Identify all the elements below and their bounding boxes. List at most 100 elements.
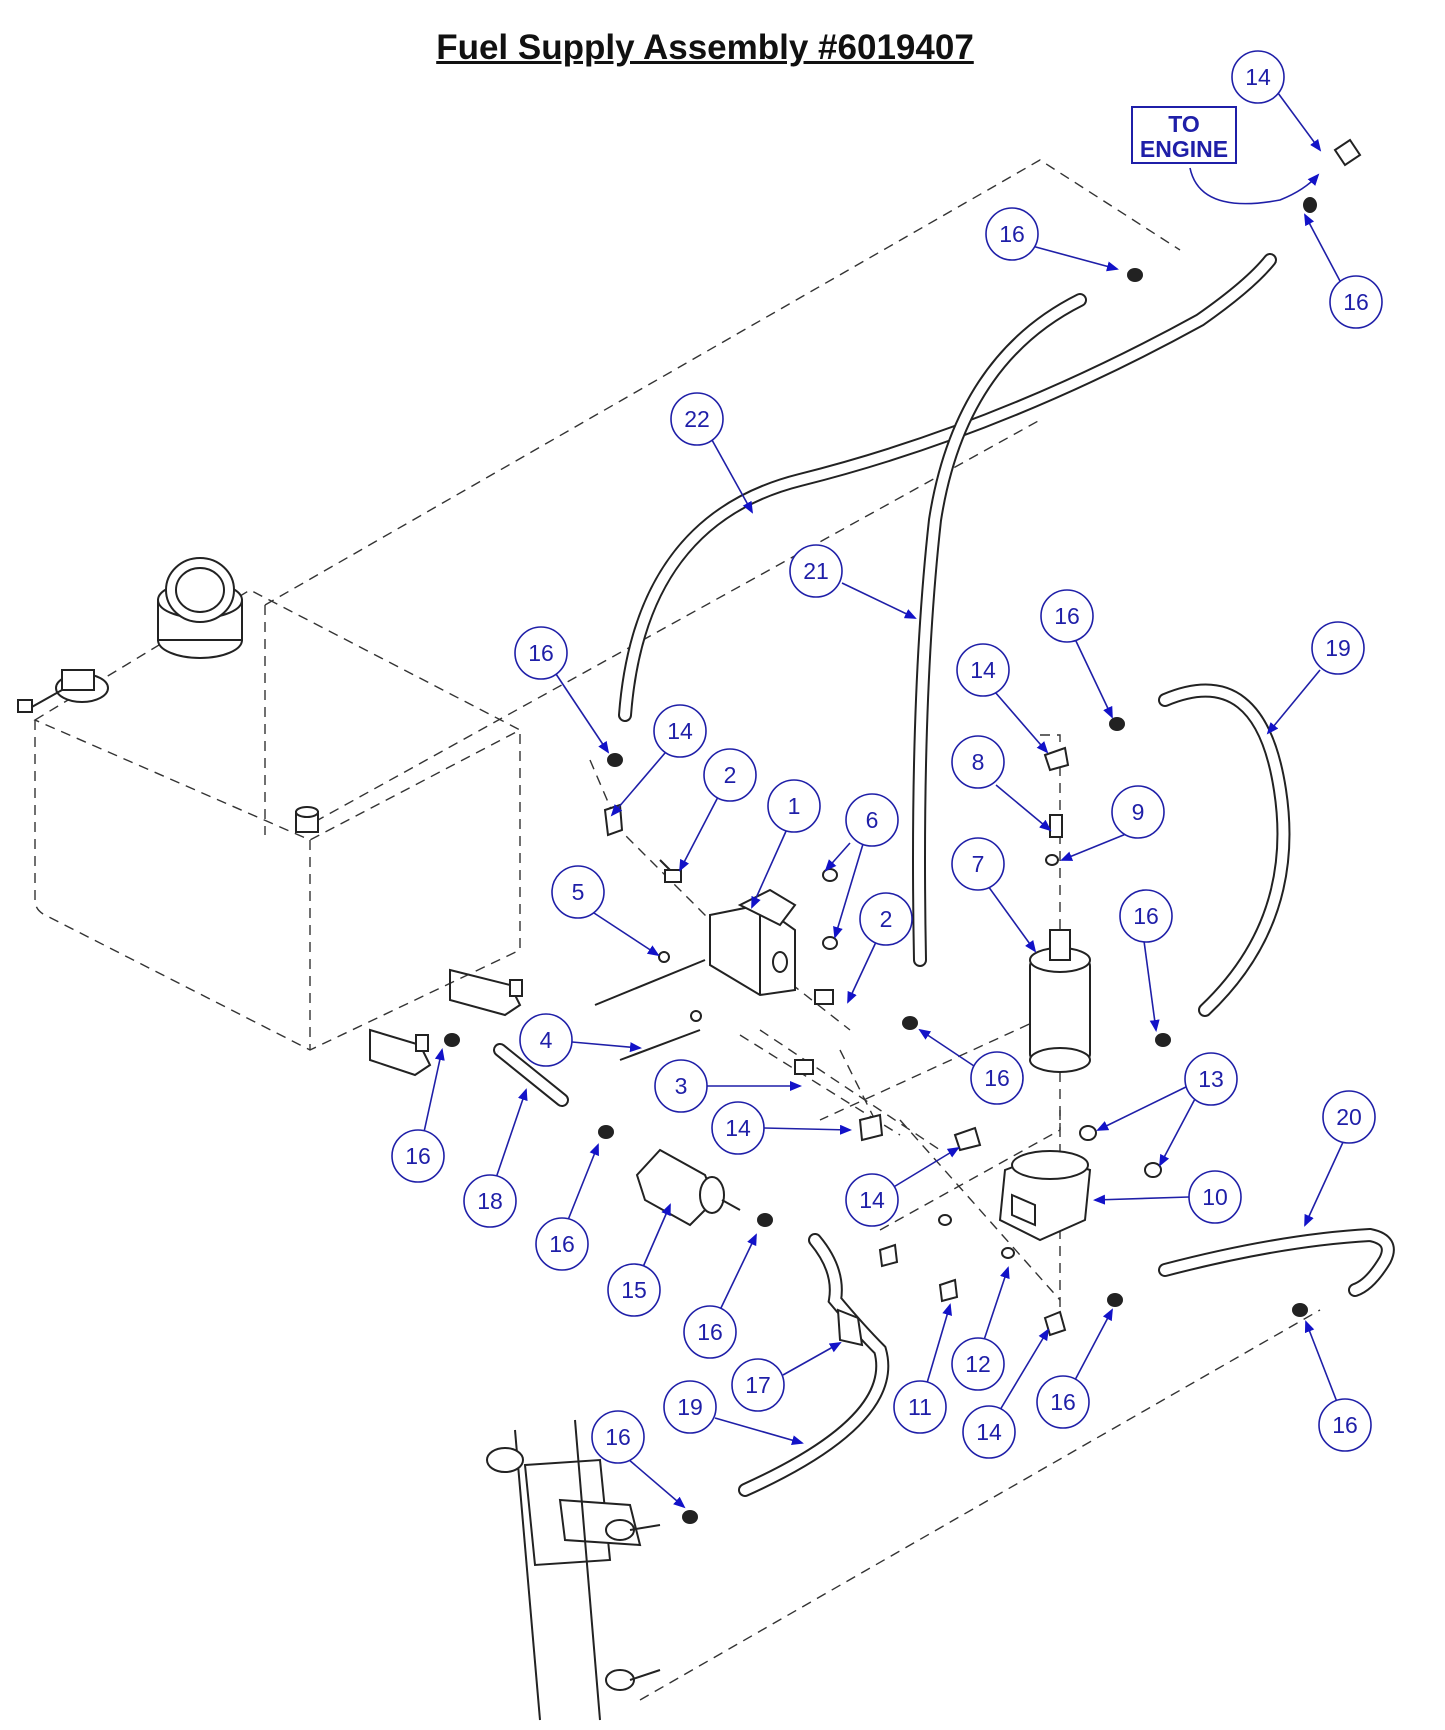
callout-c8: 16 (514, 626, 610, 754)
callouts: 14 16 16 22 21 16 19 16 14 14 2 1 6 8 9 … (391, 50, 1383, 1509)
callout-c32: 16 (683, 1233, 757, 1359)
callout-c9: 14 (956, 643, 1049, 754)
callout-c27: 18 (463, 1088, 528, 1228)
callout-c17: 5 (551, 865, 660, 957)
callout-c18: 2 (847, 892, 913, 1004)
callout-c12: 1 (751, 779, 821, 909)
hose-19-upper (1158, 683, 1291, 1017)
small-parts (594, 138, 1362, 1337)
svg-text:17: 17 (745, 1372, 771, 1398)
callout-c37: 16 (1036, 1308, 1113, 1429)
callout-c33: 17 (731, 1342, 842, 1412)
hose-clamps (444, 197, 1317, 1524)
tank-fitting (295, 806, 319, 833)
svg-text:12: 12 (965, 1351, 991, 1377)
fuel-sender (17, 669, 109, 713)
callout-c11: 2 (679, 748, 757, 872)
svg-text:19: 19 (1325, 635, 1351, 661)
callout-c3: 16 (1304, 213, 1383, 329)
callout-c19: 16 (1119, 889, 1173, 1032)
svg-text:19: 19 (677, 1394, 703, 1420)
svg-text:2: 2 (880, 906, 893, 932)
svg-text:16: 16 (999, 221, 1025, 247)
fuel-pump-7 (1029, 929, 1091, 1073)
fuel-tank (17, 159, 1181, 1077)
callout-c16: 7 (951, 837, 1037, 953)
callout-c24: 13 (1096, 1052, 1238, 1167)
callout-c39: 16 (591, 1410, 686, 1509)
tank-mount-feet (369, 968, 523, 1077)
svg-text:1: 1 (788, 793, 801, 819)
svg-text:7: 7 (972, 851, 985, 877)
svg-text:11: 11 (908, 1394, 932, 1420)
callout-c6: 16 (1040, 589, 1113, 719)
hose-22 (618, 253, 1277, 722)
hose-20 (1158, 1227, 1395, 1297)
valve-manifold (486, 1419, 661, 1721)
svg-text:9: 9 (1132, 799, 1145, 825)
svg-text:16: 16 (1133, 903, 1159, 929)
callout-c2: 16 (985, 207, 1119, 272)
svg-text:16: 16 (984, 1065, 1010, 1091)
callout-c10: 14 (610, 704, 707, 817)
pump-bracket-10 (998, 1150, 1092, 1242)
callout-c31: 10 (1093, 1170, 1242, 1224)
callout-c4: 22 (670, 392, 753, 514)
callout-c29: 15 (607, 1203, 671, 1317)
callout-c21: 16 (918, 1028, 1024, 1105)
callout-c26: 16 (391, 1048, 445, 1183)
svg-text:14: 14 (976, 1419, 1002, 1445)
svg-text:16: 16 (405, 1143, 431, 1169)
svg-text:20: 20 (1336, 1104, 1362, 1130)
hose-18 (493, 1043, 569, 1107)
svg-text:16: 16 (1050, 1389, 1076, 1415)
callout-c28: 16 (535, 1143, 599, 1271)
to-engine-line1: TO (1168, 111, 1200, 137)
fuel-cap (157, 557, 243, 659)
callout-c5: 21 (789, 544, 917, 619)
svg-text:10: 10 (1202, 1184, 1228, 1210)
callout-c35: 11 (893, 1303, 952, 1434)
fuel-filter-15 (635, 1148, 741, 1227)
svg-text:14: 14 (1245, 64, 1271, 90)
svg-text:2: 2 (724, 762, 737, 788)
callout-c36: 14 (962, 1328, 1050, 1459)
diagram-title: Fuel Supply Assembly #6019407 (436, 28, 974, 67)
callout-c13: 6 (824, 793, 899, 939)
to-engine-line2: ENGINE (1140, 136, 1228, 162)
svg-text:21: 21 (803, 558, 829, 584)
callout-c30: 14 (845, 1146, 960, 1227)
callout-c7: 19 (1266, 621, 1365, 735)
callout-c34: 12 (951, 1266, 1010, 1391)
hose-21 (912, 293, 1087, 967)
svg-text:3: 3 (675, 1073, 688, 1099)
callout-c38: 16 (1304, 1320, 1372, 1452)
callout-c20: 4 (519, 1013, 642, 1067)
svg-text:16: 16 (697, 1319, 723, 1345)
svg-text:13: 13 (1198, 1066, 1224, 1092)
svg-text:22: 22 (684, 406, 710, 432)
callout-c14: 8 (951, 735, 1052, 832)
svg-text:18: 18 (477, 1188, 503, 1214)
svg-text:14: 14 (667, 718, 693, 744)
callout-c22: 3 (654, 1059, 802, 1113)
callout-c15: 9 (1060, 785, 1165, 861)
callout-c23: 14 (711, 1101, 852, 1155)
svg-text:16: 16 (1343, 289, 1369, 315)
svg-text:14: 14 (970, 657, 996, 683)
svg-text:15: 15 (621, 1277, 647, 1303)
svg-text:16: 16 (1332, 1412, 1358, 1438)
svg-text:16: 16 (528, 640, 554, 666)
svg-text:5: 5 (572, 879, 585, 905)
callout-c40: 19 (663, 1380, 804, 1446)
svg-text:16: 16 (549, 1231, 575, 1257)
hose-19-lower (738, 1233, 890, 1497)
svg-text:16: 16 (1054, 603, 1080, 629)
svg-text:4: 4 (540, 1027, 553, 1053)
callout-c25: 20 (1304, 1090, 1376, 1227)
svg-text:14: 14 (725, 1115, 751, 1141)
callout-c1: 14 (1231, 50, 1322, 152)
svg-text:14: 14 (859, 1187, 885, 1213)
svg-text:6: 6 (866, 807, 879, 833)
